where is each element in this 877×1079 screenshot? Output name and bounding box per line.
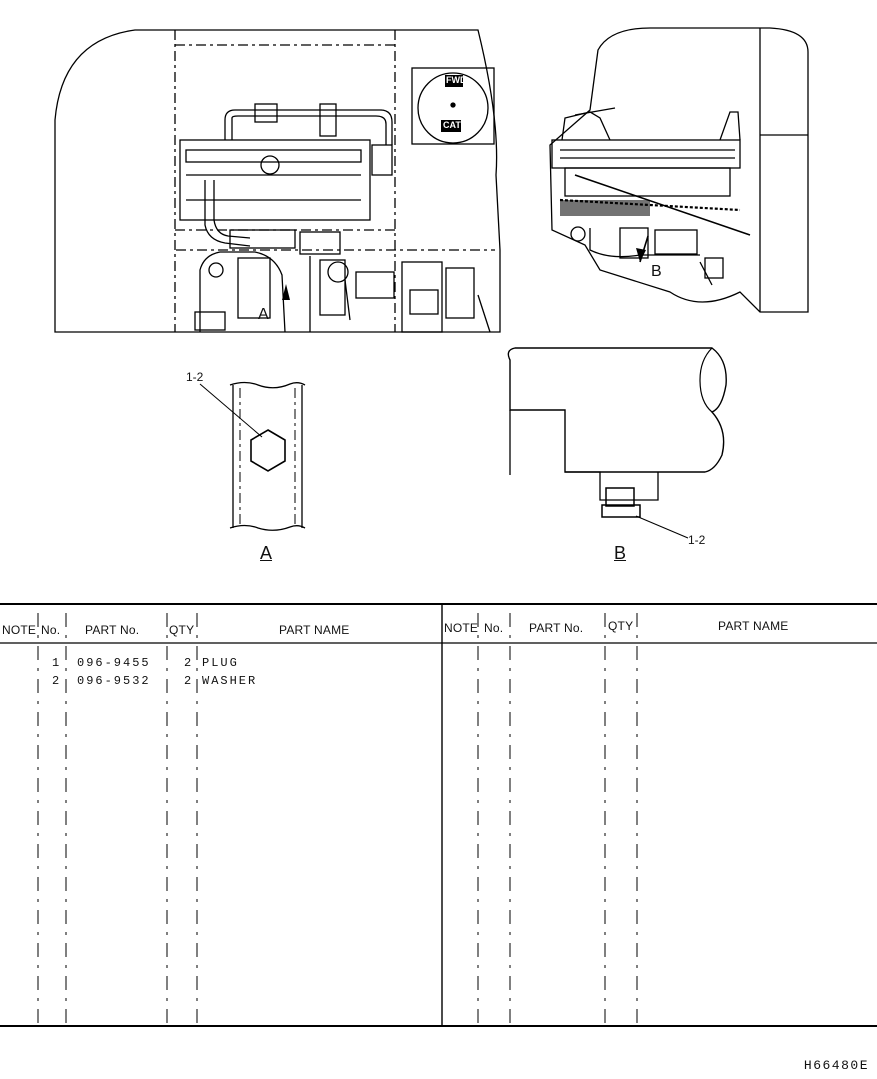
- header-part-no-left: PART No.: [85, 623, 140, 637]
- header-qty-left: QTY: [169, 623, 195, 637]
- header-part-no-right: PART No.: [529, 621, 584, 635]
- view-pointer-a: A: [258, 306, 269, 323]
- header-note-right: NOTE: [444, 621, 479, 635]
- machine-body-outline: [54, 29, 501, 333]
- view-pointer-b: B: [651, 263, 662, 280]
- detail-b-drawing: [507, 347, 727, 539]
- header-note-left: NOTE: [2, 623, 37, 637]
- row-part-name: WASHER: [202, 674, 258, 688]
- detail-a-label: A: [260, 543, 273, 563]
- document-code: H66480E: [803, 1058, 869, 1073]
- parts-list-table: [0, 603, 877, 1027]
- detail-b-label: B: [614, 543, 627, 563]
- header-qty-right: QTY: [608, 619, 634, 633]
- detail-b-callout: 1-2: [688, 533, 706, 547]
- header-no-right: No.: [484, 621, 504, 635]
- header-part-name-left: PART NAME: [279, 623, 350, 637]
- cooler-core: [179, 139, 371, 221]
- gauge-label-cat: CAT: [443, 120, 461, 130]
- exploded-view-drawing: [54, 27, 809, 539]
- detail-a-callout: 1-2: [186, 370, 204, 384]
- row-part-no: 096-9532: [77, 674, 151, 688]
- plug-in-detail-b: [605, 487, 635, 507]
- row-qty: 2: [184, 656, 194, 670]
- detail-a-drawing: [199, 381, 306, 531]
- row-no: 1: [52, 656, 62, 670]
- row-part-no: 096-9455: [77, 656, 151, 670]
- gauge-panel: [411, 67, 495, 145]
- header-part-name-right: PART NAME: [718, 619, 789, 633]
- right-view-body: [549, 27, 809, 313]
- row-part-name: PLUG: [202, 656, 239, 670]
- row-no: 2: [52, 674, 62, 688]
- plug-hex-shape: [250, 429, 286, 472]
- header-no-left: No.: [41, 623, 61, 637]
- gauge-label-fwd: FWD: [446, 75, 467, 85]
- row-qty: 2: [184, 674, 194, 688]
